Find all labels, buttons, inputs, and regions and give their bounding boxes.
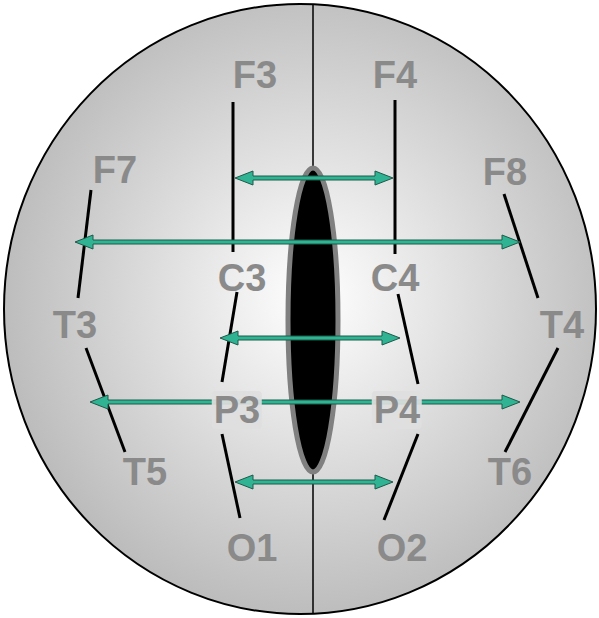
electrode-label: C3 bbox=[218, 259, 267, 297]
central-fissure bbox=[288, 168, 338, 472]
head-outline bbox=[4, 4, 596, 614]
electrode-label: F8 bbox=[483, 153, 527, 191]
electrode-label: T5 bbox=[123, 453, 167, 491]
electrode-label: F7 bbox=[93, 151, 137, 189]
electrode-label: T6 bbox=[488, 453, 532, 491]
electrode-label: T3 bbox=[53, 306, 97, 344]
electrode-label: F3 bbox=[233, 56, 277, 94]
electrode-label: F4 bbox=[373, 56, 417, 94]
electrode-label: C4 bbox=[371, 259, 420, 297]
electrode-label: O1 bbox=[227, 529, 278, 567]
electrode-label: O2 bbox=[377, 529, 428, 567]
electrode-label: P3 bbox=[212, 391, 262, 429]
electrode-label: P4 bbox=[372, 391, 422, 429]
electrode-chains bbox=[78, 100, 558, 520]
electrode-label: T4 bbox=[540, 306, 584, 344]
double-arrows bbox=[75, 171, 520, 489]
